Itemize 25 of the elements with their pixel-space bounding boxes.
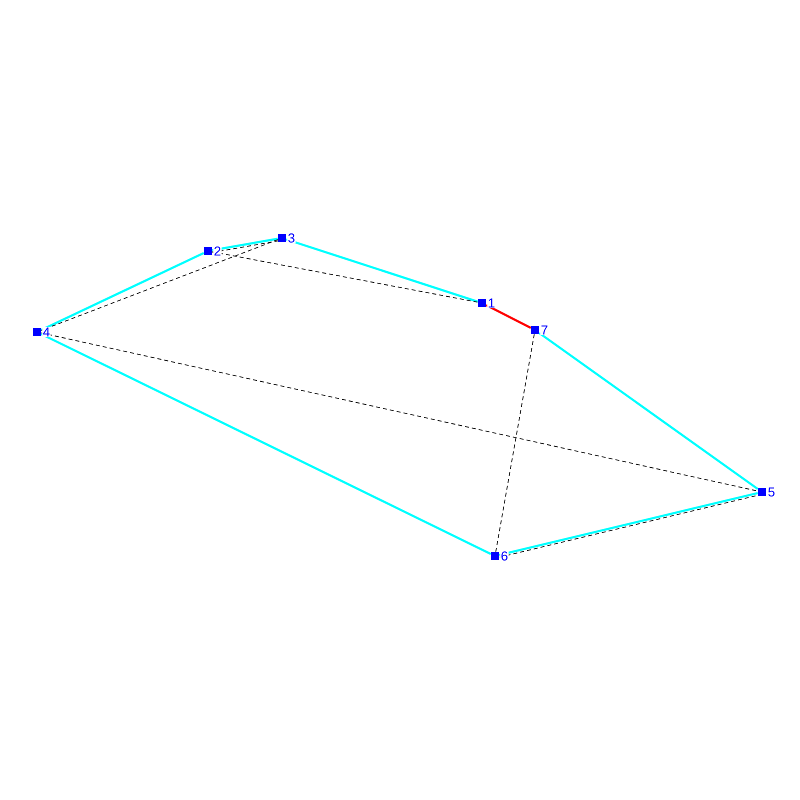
point-marker [531,326,539,334]
point-marker [278,234,286,242]
line [486,304,532,329]
point-label: 4 [42,326,51,338]
line [40,252,204,332]
point-marker [204,247,212,255]
dashed-line [212,240,279,253]
point-marker [33,328,41,336]
dashed-line [212,251,478,303]
dashed-line [40,239,278,331]
point-marker [758,488,766,496]
line [40,333,492,555]
point-label: 1 [487,298,496,308]
point-label: 6 [500,550,509,562]
line [286,238,478,303]
point-marker [491,552,499,560]
line [538,332,758,490]
point-label: 5 [767,486,776,498]
point-label: 2 [213,246,222,256]
line [212,238,278,252]
point-label: 7 [540,324,549,336]
dashed-line [495,334,535,552]
dashed-line [40,332,758,492]
point-marker [478,299,486,307]
point-label: 3 [287,232,296,244]
